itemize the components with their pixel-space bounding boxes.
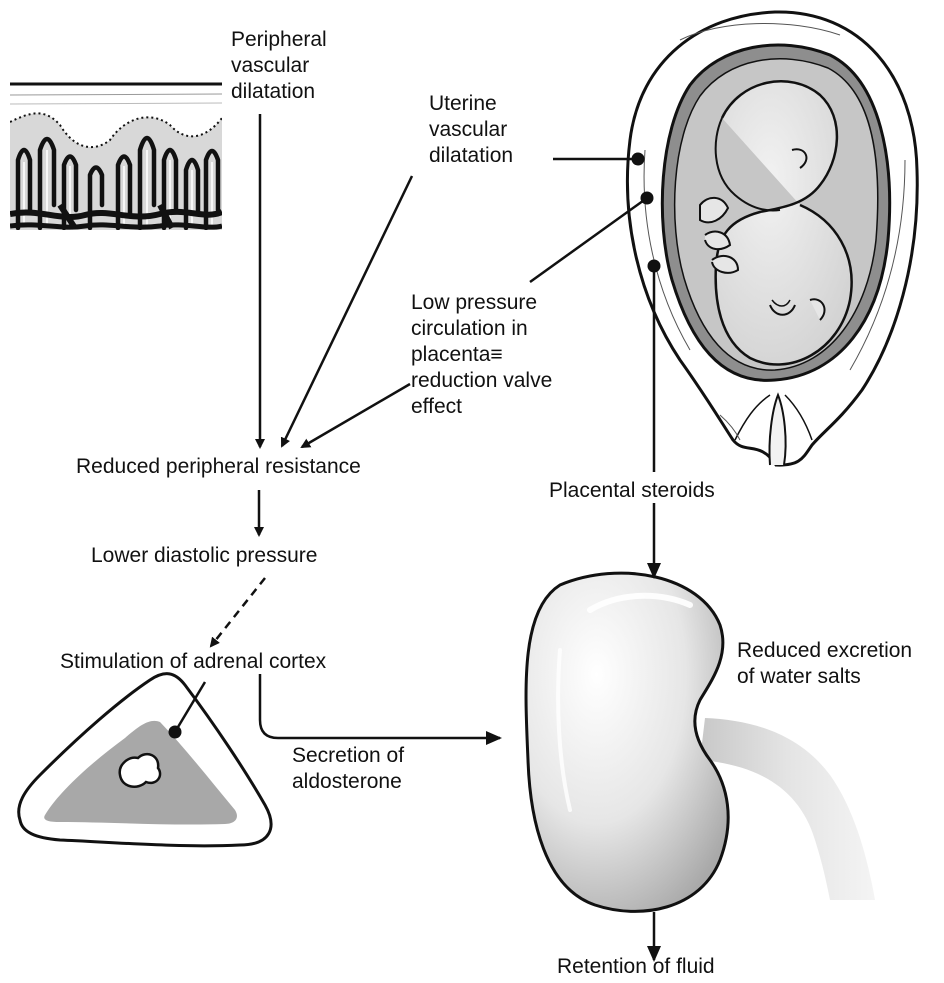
label-aldosterone: Secretion of aldosterone: [292, 743, 404, 795]
dot-adrenal-cortex: [169, 726, 182, 739]
label-reduced-resistance: Reduced peripheral resistance: [76, 454, 361, 480]
arrow-uterine-to-resistance: [282, 176, 412, 446]
pointer-placenta: [530, 198, 647, 282]
arrow-lowpressure-to-resistance: [302, 384, 410, 447]
label-peripheral-dilatation: Peripheral vascular dilatation: [231, 27, 327, 105]
kidney-illustration: [526, 573, 875, 911]
uterus-fetus-illustration: [627, 12, 917, 465]
skin-capillary-illustration: [10, 84, 222, 230]
dot-placental-steroids: [648, 260, 661, 273]
label-adrenal-stimulation: Stimulation of adrenal cortex: [60, 649, 326, 675]
label-reduced-excretion: Reduced excretion of water salts: [737, 638, 912, 690]
adrenal-cortex-illustration: [19, 674, 271, 846]
label-low-pressure: Low pressure circulation in placenta≡ re…: [411, 290, 552, 420]
label-retention: Retention of fluid: [557, 954, 715, 980]
label-lower-diastolic: Lower diastolic pressure: [91, 543, 317, 569]
label-uterine-dilatation: Uterine vascular dilatation: [429, 91, 513, 169]
label-placental-steroids: Placental steroids: [549, 478, 715, 504]
arrow-diastolic-to-adrenal: [211, 578, 265, 646]
dot-uterine-wall: [632, 153, 645, 166]
arrow-adrenal-to-kidney: [260, 674, 500, 738]
dot-placenta: [641, 192, 654, 205]
